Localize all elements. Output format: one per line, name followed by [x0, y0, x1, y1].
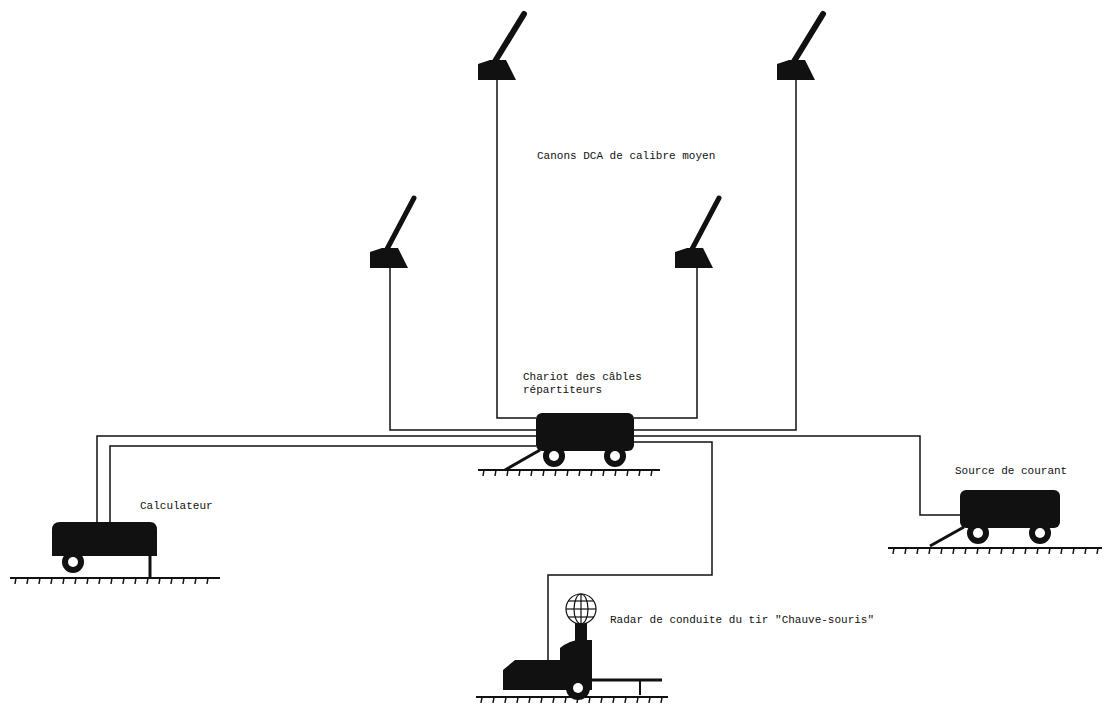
ground-tick	[531, 470, 532, 476]
ground-tick	[1049, 548, 1050, 554]
cable-line	[110, 446, 536, 522]
ground-tick	[99, 578, 100, 584]
ground-tick	[519, 470, 520, 476]
ground-tick	[651, 470, 652, 476]
ground-line	[888, 547, 1102, 549]
ground-tick	[493, 697, 494, 703]
cable-cart: Chariot des câbles répartiteurs	[536, 413, 634, 451]
ground-tick	[1073, 548, 1074, 554]
vehicle-label: Calculateur	[140, 500, 213, 513]
ground-tick	[207, 578, 208, 584]
ground-tick	[567, 470, 568, 476]
ground-line	[478, 469, 660, 471]
ground-tick	[591, 470, 592, 476]
vehicle-label: Chariot des câbles répartiteurs	[523, 371, 649, 397]
fire-control-radar: Radar de conduite du tir "Chauve-souris"	[503, 660, 592, 690]
ground-tick	[589, 697, 590, 703]
ground-tick	[171, 578, 172, 584]
chariot-vehicle	[505, 413, 634, 470]
gun-symbols	[370, 14, 823, 268]
ground-tick	[63, 578, 64, 584]
ground-tick	[507, 470, 508, 476]
ground-tick	[893, 548, 894, 554]
ground-tick	[615, 470, 616, 476]
ground-tick	[505, 697, 506, 703]
group-label: Canons DCA de calibre moyen	[537, 150, 715, 163]
ground-tick	[953, 548, 954, 554]
ground-tick	[135, 578, 136, 584]
ground-tick	[481, 697, 482, 703]
ground-tick	[603, 470, 604, 476]
power-source: Source de courant	[960, 490, 1060, 528]
ground-tick	[111, 578, 112, 584]
ground-tick	[555, 470, 556, 476]
ground-tick	[517, 697, 518, 703]
ground-tick	[565, 697, 566, 703]
ground-tick	[483, 470, 484, 476]
ground-tick	[917, 548, 918, 554]
ground-tick	[123, 578, 124, 584]
ground-tick	[639, 470, 640, 476]
ground-tick	[529, 697, 530, 703]
ground-tick	[543, 470, 544, 476]
ground-line	[476, 696, 668, 698]
cable-line	[548, 442, 712, 660]
ground-tick	[183, 578, 184, 584]
radar-vehicle	[503, 594, 662, 700]
ground-tick	[601, 697, 602, 703]
ground-tick	[495, 470, 496, 476]
vehicle-label: Source de courant	[955, 465, 1067, 478]
ground-tick	[147, 578, 148, 584]
ground-tick	[613, 697, 614, 703]
ground-tick	[1061, 548, 1062, 554]
ground-tick	[1097, 548, 1098, 554]
ground-tick	[159, 578, 160, 584]
ground-lines	[10, 470, 1102, 703]
ground-tick	[637, 697, 638, 703]
gun-cables	[390, 80, 796, 430]
ground-tick	[661, 697, 662, 703]
ground-tick	[977, 548, 978, 554]
ground-tick	[579, 470, 580, 476]
ground-tick	[51, 578, 52, 584]
power-vehicle	[930, 490, 1060, 546]
ground-tick	[627, 470, 628, 476]
ground-tick	[941, 548, 942, 554]
calculator-vehicle	[52, 522, 157, 578]
cable-line	[634, 436, 960, 515]
ground-tick	[75, 578, 76, 584]
ground-tick	[541, 697, 542, 703]
ground-line	[10, 577, 220, 579]
ground-tick	[27, 578, 28, 584]
ground-tick	[929, 548, 930, 554]
ground-tick	[1001, 548, 1002, 554]
ground-tick	[39, 578, 40, 584]
fire-computer: Calculateur	[52, 522, 157, 556]
cable-line	[97, 436, 536, 522]
ground-tick	[1085, 548, 1086, 554]
ground-tick	[195, 578, 196, 584]
ground-tick	[625, 697, 626, 703]
ground-tick	[577, 697, 578, 703]
ground-tick	[965, 548, 966, 554]
ground-tick	[905, 548, 906, 554]
ground-tick	[1013, 548, 1014, 554]
ground-tick	[87, 578, 88, 584]
ground-tick	[553, 697, 554, 703]
vehicle-label: Radar de conduite du tir "Chauve-souris"	[610, 614, 874, 627]
ground-tick	[1025, 548, 1026, 554]
ground-tick	[989, 548, 990, 554]
ground-tick	[1037, 548, 1038, 554]
ground-tick	[649, 697, 650, 703]
ground-tick	[15, 578, 16, 584]
